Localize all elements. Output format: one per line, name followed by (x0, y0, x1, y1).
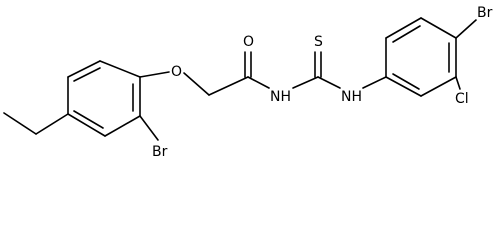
right-benzene-ring (385, 17, 457, 97)
bond (104, 115, 141, 137)
structure-canvas: O O NH S NH Br Br Cl (3, 5, 493, 158)
atom-label-oxygen-carbonyl: O (243, 34, 254, 50)
bond (317, 76, 341, 89)
bond (392, 25, 421, 43)
bond (3, 112, 37, 135)
ethyl-group (3, 112, 69, 135)
atom-label-oxygen-ether: O (171, 64, 182, 80)
bond (139, 115, 159, 141)
bond (183, 72, 210, 96)
left-benzene-ring (67, 60, 141, 137)
bond (392, 73, 420, 90)
bond (99, 60, 141, 78)
molecule-structure: O O NH S NH Br Br Cl (3, 5, 493, 158)
bond (67, 113, 106, 137)
atom-label-sulfur: S (314, 34, 323, 50)
bond (455, 19, 477, 39)
bond (35, 113, 69, 135)
bond (208, 76, 249, 96)
atom-label-nh-aryl: NH (341, 89, 362, 105)
bond (292, 76, 319, 89)
bond (139, 71, 170, 78)
atom-label-chlorine: Cl (455, 91, 469, 107)
bond (420, 17, 457, 39)
atom-label-bromine-right: Br (477, 5, 493, 21)
bond (385, 76, 422, 97)
atom-label-bromine-left: Br (152, 144, 168, 158)
bond (73, 67, 101, 82)
bond (362, 76, 387, 89)
atom-label-nh-amide: NH (270, 89, 291, 105)
bond (385, 17, 422, 39)
bond (73, 110, 104, 129)
bond (420, 76, 457, 97)
bond (455, 76, 461, 90)
bond (67, 60, 101, 78)
bond (247, 76, 270, 89)
